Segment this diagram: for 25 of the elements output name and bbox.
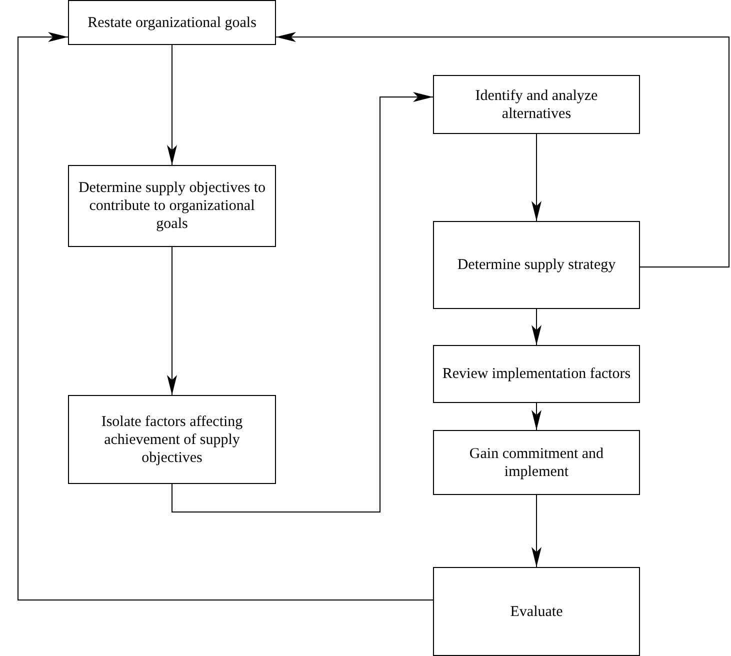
process-box — [68, 165, 276, 247]
arrow — [532, 134, 542, 222]
step-text: Review implementation factors — [441, 365, 632, 383]
arrow — [167, 246, 177, 396]
step-text: Identify and analyze alternatives — [474, 86, 599, 122]
arrow — [172, 92, 434, 512]
process-box — [433, 345, 640, 403]
step-text: Determine supply objectives to contribute to organizational goals — [77, 179, 267, 233]
step-text: Evaluate — [509, 602, 564, 620]
process-box — [433, 567, 640, 656]
process-box — [68, 0, 276, 45]
arrow — [18, 32, 434, 600]
step-text: Determine supply strategy — [456, 256, 617, 274]
arrow — [532, 308, 542, 346]
process-box — [433, 430, 640, 495]
arrow — [276, 32, 730, 268]
process-box — [68, 395, 276, 484]
step-text: Isolate factors affecting achievement of supply objectives — [100, 412, 244, 466]
process-box — [433, 75, 640, 134]
process-box — [433, 221, 640, 309]
arrow — [167, 44, 177, 166]
step-text: Restate organizational goals — [86, 14, 258, 32]
step-text: Gain commitment and implement — [468, 444, 605, 480]
arrow — [532, 494, 542, 568]
arrow — [532, 402, 542, 430]
